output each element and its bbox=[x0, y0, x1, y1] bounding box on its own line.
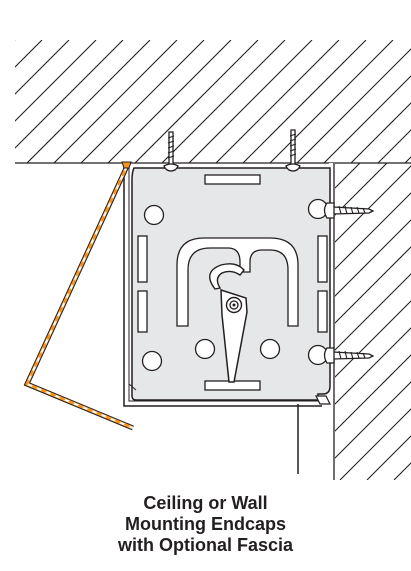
left-slot-upper bbox=[137, 235, 148, 283]
mounting-diagram bbox=[15, 40, 411, 480]
screw-icon bbox=[323, 347, 375, 364]
hatch-line bbox=[15, 40, 43, 68]
hatch-line bbox=[333, 165, 411, 245]
hatch-line bbox=[215, 40, 340, 163]
hole-center-right bbox=[259, 338, 281, 360]
caption-line-2: Mounting Endcaps bbox=[125, 514, 286, 534]
screw-icon bbox=[323, 202, 375, 219]
headrail-corner bbox=[315, 395, 331, 405]
ceiling-hatch bbox=[15, 40, 411, 163]
hole-bottom-left bbox=[141, 350, 163, 372]
caption-line-3: with Optional Fascia bbox=[117, 535, 294, 555]
top-slot bbox=[204, 174, 261, 185]
hatch-line bbox=[242, 40, 367, 163]
hatch-line bbox=[53, 40, 178, 163]
hatch-line bbox=[350, 102, 411, 163]
hatch-line bbox=[15, 40, 70, 95]
hatch-line bbox=[296, 48, 411, 163]
headrail-channel bbox=[123, 164, 322, 407]
hatch-line bbox=[333, 273, 411, 353]
right-slot-upper bbox=[317, 235, 328, 283]
hatch-line bbox=[333, 300, 411, 380]
hatch-line bbox=[80, 40, 205, 163]
hatch-line bbox=[107, 40, 232, 163]
right-slot-lower bbox=[317, 290, 328, 333]
hole-center-left bbox=[194, 338, 216, 360]
hatch-line bbox=[269, 40, 394, 163]
hatch-line bbox=[323, 75, 411, 163]
diagram-caption: Ceiling or Wall Mounting Endcaps with Op… bbox=[0, 493, 411, 556]
hatch-line bbox=[377, 129, 411, 163]
hatch-line bbox=[15, 40, 16, 41]
hatch-line bbox=[333, 246, 411, 326]
screw-icon bbox=[163, 131, 179, 172]
hatch-line bbox=[393, 462, 411, 480]
hatch-line bbox=[161, 40, 286, 163]
hatch-line bbox=[333, 381, 411, 461]
hatch-line bbox=[134, 40, 259, 163]
hatch-line bbox=[15, 40, 97, 122]
hatch-line bbox=[26, 40, 151, 163]
screw-icon bbox=[285, 129, 301, 172]
optional-fascia bbox=[23, 161, 134, 431]
endcap-plate bbox=[131, 167, 331, 401]
hatch-line bbox=[404, 156, 411, 163]
center-cutout bbox=[176, 237, 299, 327]
hatch-line bbox=[188, 40, 313, 163]
hatch-line bbox=[339, 408, 411, 480]
hatch-line bbox=[333, 354, 411, 434]
hatch-line bbox=[333, 192, 411, 272]
hatch-line bbox=[366, 435, 411, 480]
caption-line-1: Ceiling or Wall bbox=[143, 493, 268, 513]
hatch-line bbox=[15, 40, 124, 149]
hole-top-left bbox=[143, 204, 165, 226]
hook-icon bbox=[209, 263, 248, 383]
left-slot-lower bbox=[137, 290, 148, 333]
